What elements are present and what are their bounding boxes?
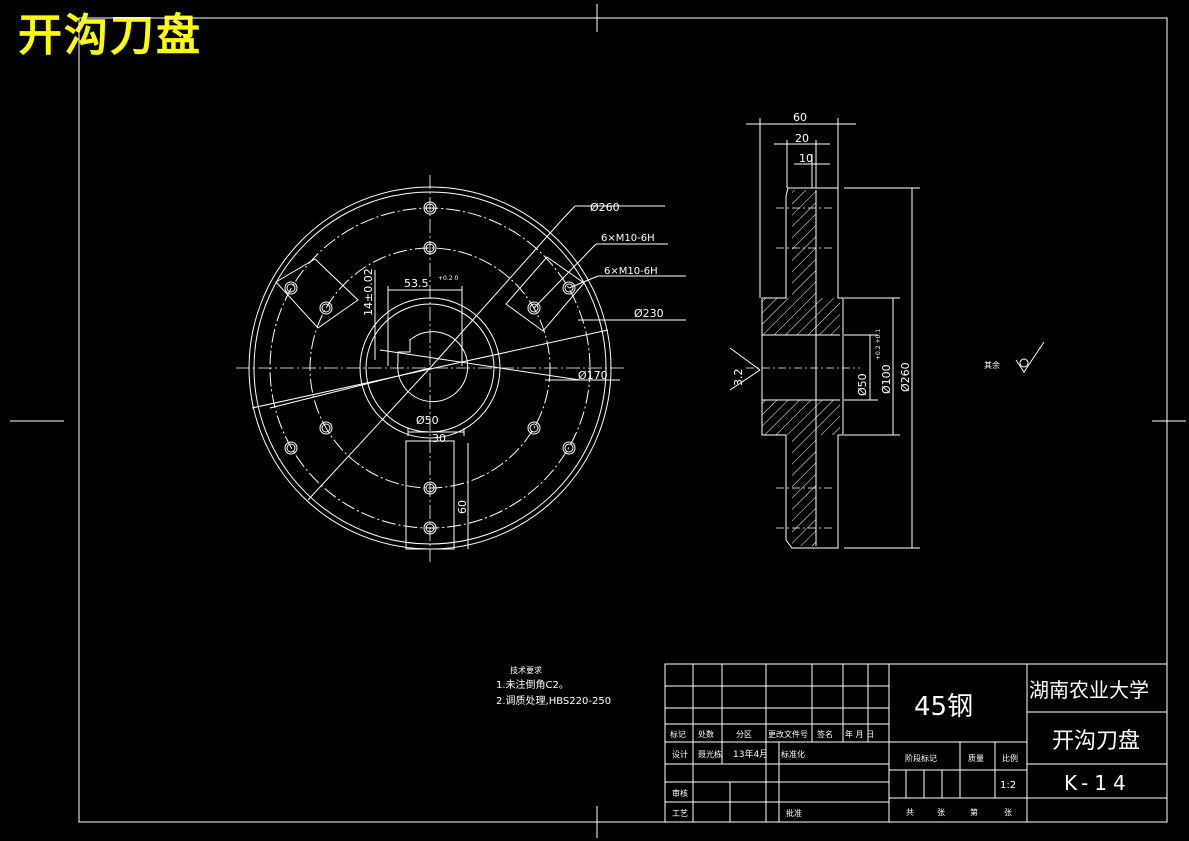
sheets-total-label: 共 [906, 808, 914, 817]
header-count: 处数 [698, 729, 714, 739]
header-zone: 分区 [736, 730, 752, 739]
tech-line-1: 1.未注倒角C2。 [496, 678, 569, 691]
inner-bolt-circle [309, 247, 551, 489]
header-date: 年 月 日 [845, 729, 874, 739]
header-doc-no: 更改文件号 [768, 729, 808, 739]
dim-front-dia-outer: Ø260 [590, 201, 620, 214]
dim-front-bolt-circle: Ø230 [634, 307, 664, 320]
drawing-number: K-14 [1064, 771, 1132, 795]
drawing-frame [10, 4, 1186, 838]
header-mark: 标记 [670, 729, 686, 739]
row-standard: 标准化 [781, 749, 805, 759]
blade-slots [275, 256, 585, 550]
tech-heading: 技术要求 [510, 665, 542, 675]
dim-side-outer: Ø260 [899, 362, 912, 392]
designer-name: 聂光栋 [698, 749, 722, 759]
dim-side-hub: Ø100 [880, 364, 893, 394]
row-process: 工艺 [672, 809, 688, 818]
dim-side-flange-width: 10 [799, 152, 813, 165]
dim-front-holes-inner: 6×M10-6H [604, 266, 658, 277]
outer-chamfer-circle [253, 191, 607, 545]
side-view: 60 20 10 3.2 Ø50 +0.2 +0.1 Ø100 Ø260 [729, 111, 920, 549]
sheet-no-label: 第 [970, 807, 978, 817]
dim-front-slot-length: 60 [456, 500, 469, 514]
bolt-holes-inner [319, 241, 541, 495]
bore-with-keyway [397, 331, 469, 403]
tech-line-2: 2.调质处理,HBS220-250 [496, 695, 611, 707]
dim-front-holes-outer: 6×M10-6H [601, 233, 655, 244]
design-date: 13年4月 [733, 748, 768, 760]
header-stage: 阶段标记 [905, 753, 937, 763]
front-view: Ø260 6×M10-6H 6×M10-6H Ø230 Ø170 Ø50 53.… [236, 175, 686, 562]
tech-requirements: 技术要求 1.未注倒角C2。 2.调质处理,HBS220-250 [496, 665, 611, 707]
material: 45钢 [914, 692, 973, 722]
row-design: 设计 [672, 749, 688, 759]
dim-front-keyway-depth: 53.5 [404, 277, 429, 290]
sheets-total-unit: 张 [937, 808, 945, 817]
dim-front-hub: Ø170 [578, 369, 608, 382]
bolt-holes-outer [284, 201, 576, 535]
dim-front-keyway-width: 14±0.02 [362, 268, 375, 316]
dim-front-bore: Ø50 [416, 414, 439, 427]
header-mass: 质量 [968, 753, 984, 763]
dim-side-bore-tol: +0.2 +0.1 [875, 329, 882, 360]
dim-side-roughness: 3.2 [732, 369, 745, 387]
front-dimension-lines [251, 205, 686, 549]
title-block: 45钢 湖南农业大学 开沟刀盘 K-14 标记 处数 分区 更改文件号 签名 年… [664, 663, 1168, 823]
part-name: 开沟刀盘 [1052, 729, 1140, 754]
bolt-circle-230 [269, 207, 591, 529]
row-review: 审核 [672, 788, 688, 798]
dim-side-overall-width: 60 [793, 111, 807, 124]
dim-front-slot-width: 30 [432, 432, 446, 445]
dim-side-bore: Ø50 [856, 373, 869, 396]
roughness-note: 其余 [984, 341, 1045, 373]
header-sign: 签名 [817, 729, 833, 739]
scale-value: 1:2 [1000, 780, 1016, 791]
side-dimension-lines [729, 118, 920, 549]
school-name: 湖南农业大学 [1029, 678, 1149, 702]
drawing-title: 开沟刀盘 [18, 10, 202, 61]
row-approve: 批准 [786, 808, 802, 818]
dim-front-keyway-tol: +0.2 0 [438, 275, 458, 282]
sheet-no-unit: 张 [1004, 808, 1012, 817]
header-scale: 比例 [1002, 753, 1018, 763]
dim-side-hub-width: 20 [795, 132, 809, 145]
svg-text:其余: 其余 [984, 360, 1000, 370]
